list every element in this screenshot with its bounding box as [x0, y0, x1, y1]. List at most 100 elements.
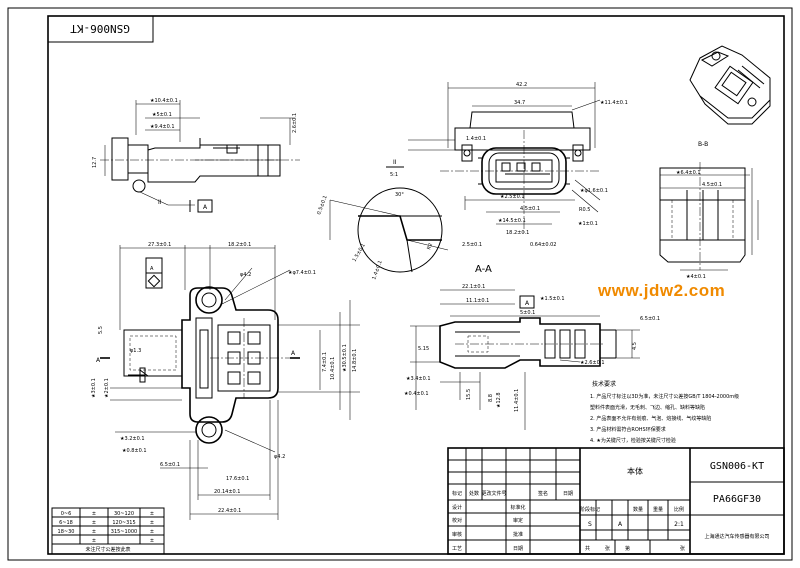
svg-text:8.8: 8.8 [488, 394, 494, 402]
svg-text:★2±0.1: ★2±0.1 [104, 378, 110, 398]
svg-text:★3.4±0.1: ★3.4±0.1 [406, 376, 431, 382]
svg-text:2.5±0.1: 2.5±0.1 [462, 242, 482, 248]
svg-text:4.5±0.1: 4.5±0.1 [520, 206, 540, 212]
svg-text:S: S [588, 521, 592, 528]
tolerance-table: 0~6 ± 30~120 ± 6~18 ± 120~315 ± 18~30 ± … [51, 507, 165, 555]
ii-callout-label: II [158, 199, 162, 206]
svg-text:校对: 校对 [452, 517, 462, 524]
svg-text:批准: 批准 [513, 531, 523, 538]
material: PA66GF30 [713, 494, 761, 505]
svg-text:标准化: 标准化 [510, 504, 525, 511]
svg-text:6~18: 6~18 [59, 520, 73, 526]
svg-text:34.7: 34.7 [514, 100, 525, 106]
side-view-top-left: ★10.4±0.1 ★5±0.1 ★9.4±0.1 2.6±0.1 12.7 I… [92, 98, 300, 213]
view-ii-label: II [393, 159, 397, 166]
svg-text:315~1000: 315~1000 [111, 529, 137, 535]
svg-text:5±0.1: 5±0.1 [520, 310, 535, 316]
svg-text:11.4±0.1: 11.4±0.1 [514, 389, 520, 412]
svg-text:±: ± [92, 511, 96, 517]
svg-text:20.14±0.1: 20.14±0.1 [214, 489, 240, 495]
connector-face-view: 42.2 34.7 ★2.5±0.1 4.5±0.1 ★14.5±0.1 18.… [408, 82, 628, 236]
svg-text:数量: 数量 [633, 506, 643, 513]
svg-text:18~30: 18~30 [58, 529, 75, 535]
svg-text:18.2±0.1: 18.2±0.1 [228, 242, 251, 248]
svg-text:审定: 审定 [513, 517, 523, 524]
isometric-view [689, 45, 771, 125]
svg-text:0.5±0.1: 0.5±0.1 [316, 195, 329, 216]
svg-text:11.1±0.1: 11.1±0.1 [466, 298, 489, 304]
svg-text:★2.5±0.1: ★2.5±0.1 [500, 194, 525, 200]
svg-text:共: 共 [585, 545, 590, 552]
svg-text:★9.4±0.1: ★9.4±0.1 [150, 124, 175, 130]
svg-text:22.4±0.1: 22.4±0.1 [218, 508, 241, 514]
svg-text:30~120: 30~120 [114, 511, 134, 517]
part-number: GSN006-KT [710, 461, 764, 472]
svg-text:φ4.2: φ4.2 [274, 454, 285, 460]
svg-text:处数: 处数 [469, 490, 479, 497]
detail-ii-view: II 5:1 0.5±0.1 R2 1.5±0.1 1.4±0.1 30° [316, 159, 449, 281]
svg-text:★2.6±0.1: ★2.6±0.1 [580, 360, 605, 366]
scale-value: 2:1 [674, 521, 684, 528]
svg-text:14.8±0.1: 14.8±0.1 [352, 349, 358, 372]
svg-text:4.5: 4.5 [632, 342, 638, 350]
title-block: 本体 GSN006-KT PA66GF30 上海通达汽车传感器有限公司 阶段标记… [447, 447, 785, 555]
part-number-box [47, 15, 154, 43]
svg-text:30°: 30° [395, 192, 404, 198]
svg-text:张: 张 [680, 545, 685, 552]
svg-text:5.15: 5.15 [418, 346, 429, 352]
svg-text:★10.4±0.1: ★10.4±0.1 [150, 98, 178, 104]
svg-text:φ1.3: φ1.3 [130, 348, 141, 354]
technical-notes: 技术要求 1. 产品尺寸标注以3D为准，未注尺寸公差按GB/T 1804-200… [590, 380, 739, 444]
svg-text:0.64±0.02: 0.64±0.02 [530, 242, 556, 248]
section-a-left-label: A [96, 357, 101, 364]
svg-text:比例: 比例 [674, 506, 684, 513]
svg-text:12.7: 12.7 [92, 157, 98, 168]
note-4: 4. ★为关键尺寸，检验按关键尺寸检验 [590, 437, 676, 444]
svg-text:±: ± [150, 520, 154, 526]
svg-text:42.2: 42.2 [516, 82, 527, 88]
svg-text:±: ± [92, 529, 96, 535]
svg-text:★0.4±0.1: ★0.4±0.1 [404, 391, 429, 397]
svg-text:φ4.2: φ4.2 [240, 272, 251, 278]
view-b-label: B-B [698, 141, 708, 148]
svg-text:★4±0.1: ★4±0.1 [686, 274, 706, 280]
svg-text:1.4±0.1: 1.4±0.1 [466, 136, 486, 142]
svg-text:★12.8: ★12.8 [496, 392, 502, 408]
svg-text:0~6: 0~6 [61, 511, 72, 517]
svg-text:10.4±0.1: 10.4±0.1 [330, 357, 336, 380]
svg-text:日期: 日期 [513, 546, 523, 552]
svg-text:★14.5±0.1: ★14.5±0.1 [498, 218, 526, 224]
svg-text:4.5±0.1: 4.5±0.1 [702, 182, 722, 188]
svg-text:★1±0.1: ★1±0.1 [578, 221, 598, 227]
svg-text:审核: 审核 [452, 531, 462, 538]
svg-text:工艺: 工艺 [452, 546, 462, 552]
svg-text:★3±0.1: ★3±0.1 [91, 378, 97, 398]
svg-text:120~315: 120~315 [112, 520, 135, 526]
svg-text:5.5: 5.5 [98, 326, 104, 334]
svg-text:阶段标记: 阶段标记 [580, 506, 600, 513]
svg-text:A: A [618, 521, 623, 528]
svg-text:±: ± [150, 529, 154, 535]
svg-text:★1.5±0.1: ★1.5±0.1 [540, 296, 565, 302]
svg-text:A: A [150, 266, 154, 272]
svg-text:设计: 设计 [452, 504, 462, 511]
svg-text:★0.8±0.1: ★0.8±0.1 [122, 448, 147, 454]
svg-text:★φ1.6±0.1: ★φ1.6±0.1 [580, 188, 608, 194]
section-a-a-view: A-A A 22.1±0.1 11.1±0.1 ★1.5±0.1 5±0.1 4… [404, 264, 640, 430]
svg-text:±: ± [150, 511, 154, 517]
svg-text:★6.4±0.1: ★6.4±0.1 [676, 170, 701, 176]
svg-text:张: 张 [605, 545, 610, 552]
svg-text:R0.5: R0.5 [579, 207, 590, 213]
mirrored-part-number: GSN006-KT [70, 22, 130, 35]
main-top-view: 27.3±0.1 18.2±0.1 A A A [91, 242, 360, 520]
svg-text:★30.5±0.1: ★30.5±0.1 [342, 344, 348, 372]
tolerance-table-title: 未注尺寸公差按此表 [85, 546, 130, 553]
svg-text:6.5±0.1: 6.5±0.1 [640, 316, 660, 322]
svg-text:2.6±0.1: 2.6±0.1 [292, 113, 298, 133]
svg-text:7.4±0.1: 7.4±0.1 [322, 352, 328, 372]
svg-text:22.1±0.1: 22.1±0.1 [462, 284, 485, 290]
note-1: 1. 产品尺寸标注以3D为准，未注尺寸公差按GB/T 1804-2000m级 [590, 393, 739, 400]
svg-text:★φ7.4±0.1: ★φ7.4±0.1 [288, 270, 316, 276]
svg-text:6.5±0.1: 6.5±0.1 [160, 462, 180, 468]
section-a-right-label: A [291, 350, 296, 357]
